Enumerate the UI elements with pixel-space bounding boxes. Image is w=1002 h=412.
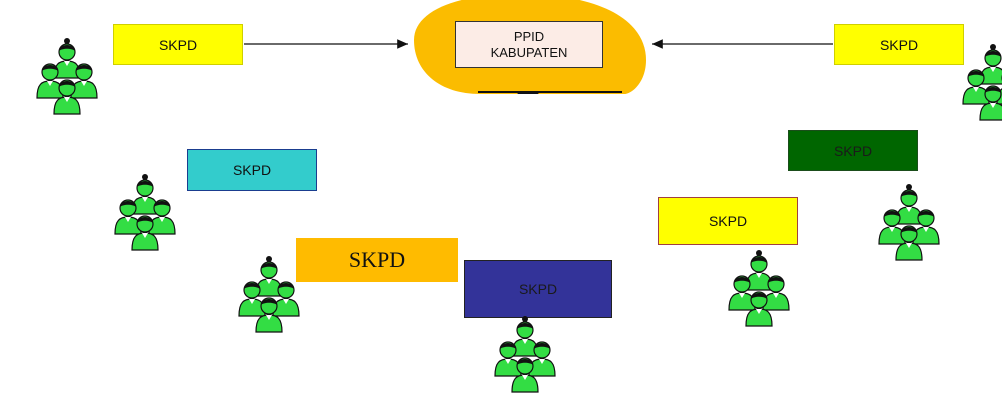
skpd-label: SKPD xyxy=(518,281,558,297)
skpd-box-navy[interactable]: SKPD xyxy=(464,260,612,318)
people-group-icon xyxy=(224,254,314,338)
people-group-icon xyxy=(714,248,804,332)
center-line-1: PPID xyxy=(513,28,545,44)
skpd-box-yellow-mid[interactable]: SKPD xyxy=(658,197,798,245)
skpd-label: SKPD xyxy=(833,142,873,159)
skpd-label: SKPD xyxy=(348,247,406,272)
skpd-label: SKPD xyxy=(232,162,272,178)
center-line-2: KABUPATEN xyxy=(490,44,568,60)
ppid-kabupaten-box[interactable]: PPID KABUPATEN xyxy=(455,21,603,68)
skpd-label: SKPD xyxy=(708,213,748,229)
people-group-icon xyxy=(100,172,190,256)
skpd-box-top-right[interactable]: SKPD xyxy=(834,24,964,65)
people-group-icon xyxy=(948,42,1002,126)
skpd-label: SKPD xyxy=(879,36,919,53)
skpd-label: SKPD xyxy=(158,36,198,53)
people-group-icon xyxy=(480,314,570,398)
people-group-icon xyxy=(864,182,954,266)
skpd-box-cyan[interactable]: SKPD xyxy=(187,149,317,191)
skpd-box-top-left[interactable]: SKPD xyxy=(113,24,243,65)
skpd-box-orange[interactable]: SKPD xyxy=(296,238,458,282)
skpd-box-dark-green[interactable]: SKPD xyxy=(788,130,918,171)
people-group-icon xyxy=(22,36,112,120)
